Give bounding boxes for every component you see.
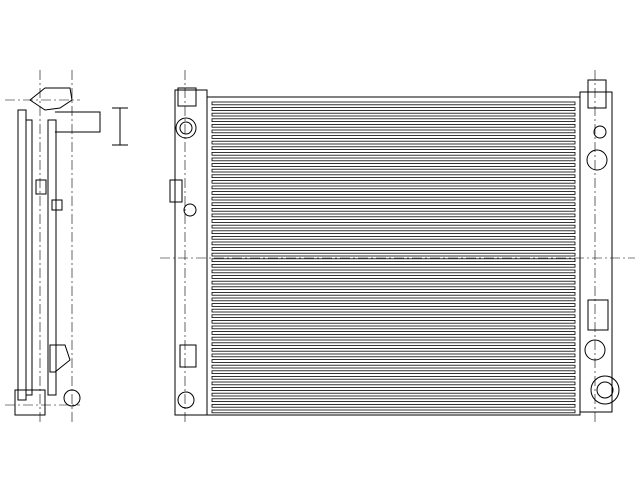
core-tube	[211, 118, 576, 123]
right-lower-bracket	[587, 299, 609, 331]
core-tube	[211, 403, 576, 408]
upper-left-bracket	[177, 87, 197, 107]
left-bolt	[183, 203, 197, 217]
core-tube	[211, 387, 576, 391]
core-tube	[211, 224, 576, 229]
outlet-pipe	[590, 375, 620, 405]
core-tube	[211, 353, 576, 358]
lower-left-fitting	[177, 391, 195, 409]
side-clip	[51, 199, 63, 211]
core-tube	[211, 331, 576, 335]
core-tube	[211, 107, 576, 111]
side-upper-bracket	[29, 87, 73, 111]
core-tube	[211, 263, 576, 268]
front-view	[160, 70, 635, 425]
side-drain	[14, 389, 46, 416]
upper-inlet-inner	[179, 121, 193, 135]
core-tube	[211, 375, 576, 380]
upper-right-bracket	[587, 79, 607, 109]
right-bolt	[593, 125, 607, 139]
side-view	[5, 70, 128, 425]
core-tube	[211, 101, 576, 106]
core-tube	[211, 336, 576, 341]
core-tube	[211, 398, 576, 402]
side-mount	[35, 179, 47, 195]
core-tube	[211, 191, 576, 195]
core-tube	[211, 359, 576, 363]
core-tube	[211, 207, 576, 212]
core-tube	[211, 219, 576, 223]
core-tube	[211, 174, 576, 179]
side-inlet-pipe	[55, 111, 101, 133]
core-tube	[211, 370, 576, 374]
side-outlet	[63, 389, 81, 407]
core-tube	[211, 280, 576, 285]
core-tube	[211, 235, 576, 240]
core-tube	[211, 409, 576, 414]
core-tube	[211, 241, 576, 246]
core-tube	[211, 381, 576, 386]
left-mount	[169, 179, 183, 203]
core-tubes	[211, 101, 576, 414]
side-core	[25, 119, 33, 396]
core-tube	[211, 112, 576, 117]
core-tube	[211, 347, 576, 352]
core-tube	[211, 213, 576, 218]
core-tube	[211, 146, 576, 151]
core-tube	[211, 252, 576, 257]
lower-left-mount	[179, 344, 197, 368]
side-dimension	[112, 107, 128, 146]
core-tube	[211, 179, 576, 184]
core-tube	[211, 124, 576, 128]
core-tube	[211, 308, 576, 313]
core-tube	[211, 129, 576, 134]
core-tube	[211, 342, 576, 346]
core-tube	[211, 140, 576, 145]
core-tube	[211, 196, 576, 201]
core-tube	[211, 168, 576, 173]
right-tank	[579, 91, 613, 413]
core-tube	[211, 269, 576, 274]
upper-inlet	[175, 117, 197, 139]
core-tube	[211, 230, 576, 235]
core-tube	[211, 319, 576, 324]
right-upper-fitting	[586, 149, 608, 171]
outlet-pipe-inner	[596, 381, 614, 399]
core-tube	[211, 275, 576, 279]
core-tube	[211, 392, 576, 397]
side-lower-bracket	[49, 344, 71, 373]
core-tube	[211, 163, 576, 167]
core-tube	[211, 286, 576, 290]
core-tube	[211, 258, 576, 262]
core-tube	[211, 151, 576, 156]
core-tube	[211, 303, 576, 307]
core-tube	[211, 297, 576, 302]
core-tube	[211, 291, 576, 296]
core-tube	[211, 157, 576, 162]
core-tube	[211, 325, 576, 330]
side-tank-right	[47, 119, 57, 396]
core-tube	[211, 135, 576, 139]
side-tank-left	[17, 109, 27, 401]
core-tube	[211, 314, 576, 318]
core-tube	[211, 185, 576, 190]
core-tube	[211, 247, 576, 251]
right-lower-fitting	[584, 339, 606, 361]
radiator-core	[206, 96, 581, 416]
core-tube	[211, 364, 576, 369]
core-tube	[211, 202, 576, 207]
